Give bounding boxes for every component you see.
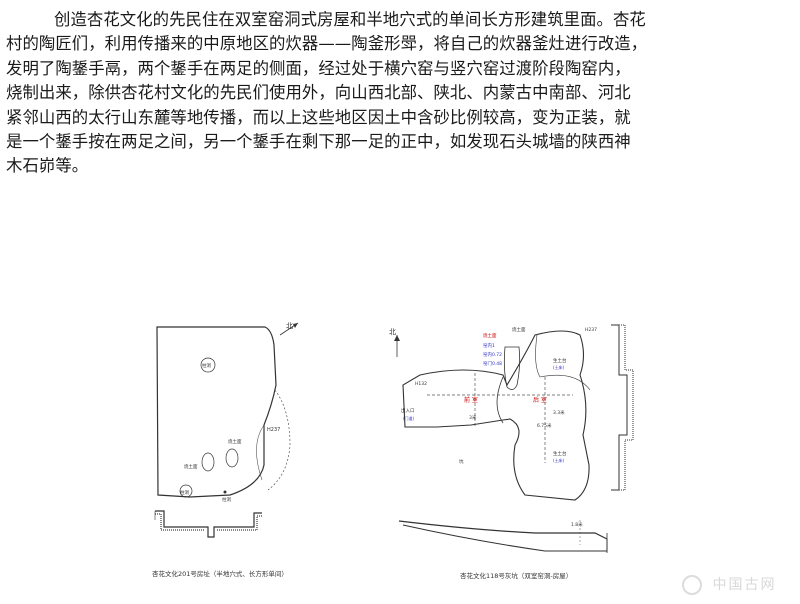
dimension-label: 6.75米 — [537, 422, 552, 429]
article-line: 木石峁等。 — [6, 156, 89, 176]
section-profile — [154, 510, 262, 538]
article-line: 是一个鋬手按在两足之间，另一个鋬手在剩下那一足的正中，如发现石头城墙的陕西神 — [6, 132, 631, 152]
article-line: 紧邻山西的太行山东麓等地传播，而以上这些地区因土中含砂比例较高，变为正装，就 — [6, 107, 631, 127]
article-line: 创造杏花文化的先民住在双室窑洞式房屋和半地穴式的单间长方形建筑里面。杏花 — [54, 10, 646, 29]
article-line: 村的陶匠们，利用传播来的中原地区的炊器——陶釜形斝，将自己的炊器釜灶进行改造， — [6, 34, 648, 54]
h237-label: H237 — [267, 427, 280, 433]
back-room-label: 后 室 — [533, 396, 547, 404]
watermark: 中国古网 — [682, 574, 776, 595]
pit-outline — [402, 330, 590, 501]
article-paragraph: 创造杏花文化的先民住在双室窑洞式房屋和半地穴式的单间长方形建筑里面。杏花 村的陶… — [6, 8, 794, 179]
pit-118-plan: 北 烧土面 窑内1 窑内0.72 窑门0.48 烧土面 H237 前 室 后 室… — [389, 324, 634, 553]
pillar-hole-bottom-left — [179, 484, 193, 498]
legend-item: 窑内1 — [483, 342, 495, 349]
pillar-label: 柱洞 — [180, 489, 189, 496]
burnt-face-1 — [201, 452, 215, 472]
platform-note: (土床) — [553, 457, 565, 463]
dimension-label: 3米 — [469, 414, 477, 421]
pillar-label: 柱洞 — [202, 362, 211, 369]
entrance-label: 出入口 — [401, 407, 415, 414]
front-room-label: 前 室 — [464, 396, 478, 404]
section-profile — [398, 520, 608, 553]
legend-item: 窑内0.72 — [483, 351, 502, 358]
depth-label: 1.8米 — [571, 521, 583, 528]
h237-outline — [267, 389, 291, 491]
kiln-oval — [503, 346, 521, 390]
entrance-note: (门道) — [403, 415, 415, 421]
burnt-face-label: 烧土面 — [228, 438, 242, 445]
pillar-label: 柱洞 — [222, 496, 231, 503]
platform-label: 生土台 — [553, 450, 567, 457]
figure-left-caption: 杏花文化201号房址（半地穴式、长方形单间） — [152, 570, 288, 578]
north-arrow-icon — [279, 322, 299, 336]
dimension-label: 3.3米 — [553, 409, 565, 416]
pillar-hole-top — [200, 357, 216, 373]
house-outline — [156, 326, 277, 498]
watermark-text: 中国古网 — [712, 577, 777, 593]
north-arrow-icon — [394, 335, 400, 357]
article-line: 发明了陶鋬手鬲，两个鋬手在两足的侧面，经过处于横穴窑与竖穴窑过渡阶段陶窑内， — [6, 58, 631, 78]
article-line: 烧制出来，除供杏花村文化的先民们使用外，向山西北部、陕北、内蒙古中南部、河北 — [6, 83, 631, 103]
h237-label: H237 — [585, 327, 597, 333]
house-201-plan: 北 柱洞 H237 烧土面 烧土面 柱洞 柱洞 — [154, 322, 299, 538]
pit-label: 坑 — [459, 458, 464, 465]
h132-label: H132 — [415, 381, 427, 387]
watermark-logo-icon — [682, 575, 702, 595]
legend-item: 窑门0.48 — [483, 360, 502, 367]
legend-burnt: 烧土面 — [483, 332, 497, 339]
platform-note: (土床) — [553, 364, 565, 370]
figure-right-caption: 杏花文化118号灰坑（双室窑洞-房屋） — [460, 572, 573, 580]
burnt-face-2 — [225, 448, 239, 468]
platform-label: 生土台 — [553, 357, 567, 364]
burnt-face-label: 烧土面 — [184, 463, 198, 470]
north-label: 北 — [389, 328, 396, 336]
wall-hatching — [611, 324, 634, 491]
kiln-label: 烧土面 — [512, 326, 526, 333]
north-label: 北 — [286, 322, 293, 330]
